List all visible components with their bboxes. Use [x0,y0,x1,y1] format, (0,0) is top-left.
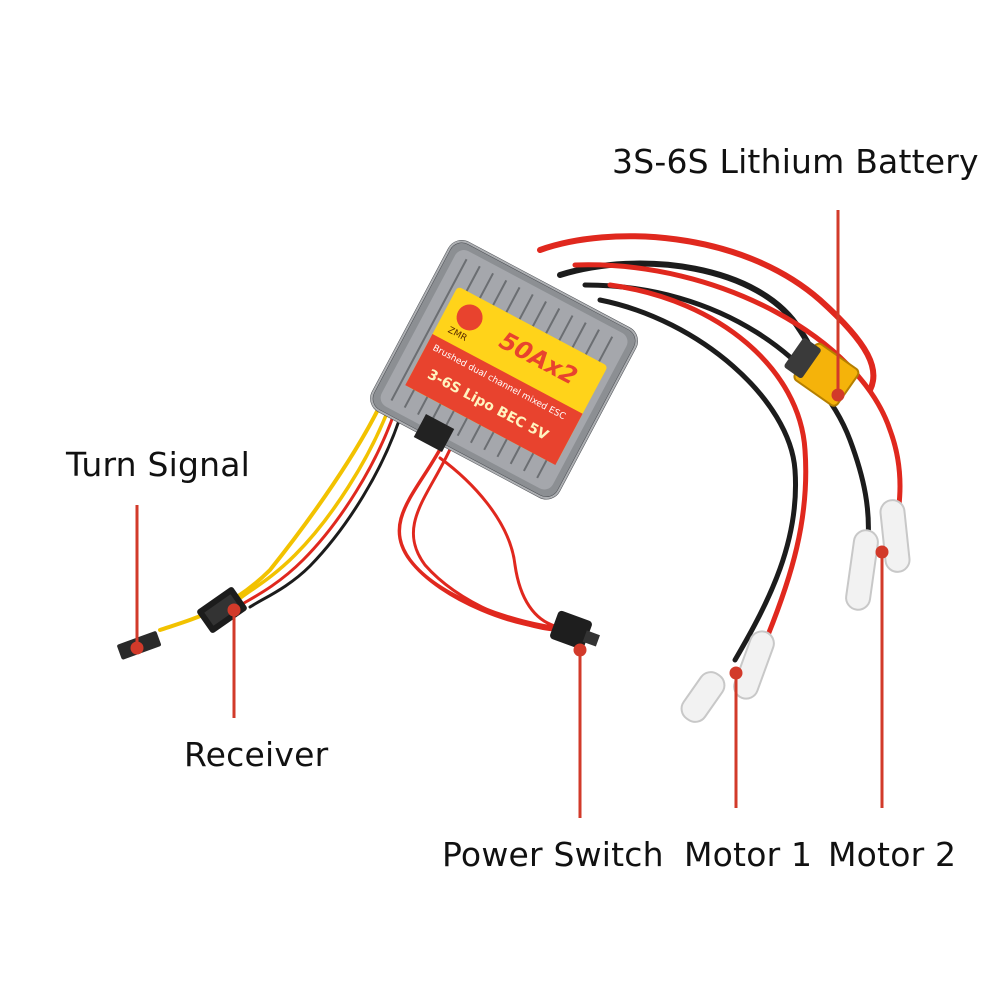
power-switch-pointer-dot [573,643,587,657]
power-switch-wire-2 [411,443,557,632]
receiver-black-wire [248,403,406,609]
battery-red-wire [537,233,877,393]
motor2-pointer-dot [875,545,889,559]
receiver-red-wire [242,400,400,605]
receiver-pointer-dot [227,603,241,617]
battery-label: 3S-6S Lithium Battery [612,142,979,181]
motor1-red-wire [607,282,809,638]
logo-icon [456,304,483,331]
power-switch-wire-3 [438,456,557,628]
motor2-black-wire [582,282,871,543]
motor1-label: Motor 1 [684,835,813,874]
power-switch-label: Power Switch [442,835,664,874]
pointer-lines [130,210,889,818]
turn-signal-wire [158,393,387,632]
receiver-yellow-wire [236,398,394,602]
signal-header [413,414,455,452]
turn-signal-pointer-dot [130,641,144,655]
motor1-bullet-connectors [680,630,775,723]
turn-signal-label: Turn Signal [66,445,251,484]
motor2-red-wire [572,262,903,538]
receiver-label: Receiver [184,735,329,774]
xt60-connector [784,338,860,407]
toggle-switch [550,610,600,650]
motor1-black-wire [597,297,799,663]
motor2-label: Motor 2 [828,835,957,874]
servo-connector [197,587,247,633]
esc-body: ZMR 50Ax2 Brushed dual channel mixed ESC… [370,240,638,500]
battery-pointer-dot [831,388,845,402]
wires [158,233,903,663]
motor1-pointer-dot [729,666,743,680]
